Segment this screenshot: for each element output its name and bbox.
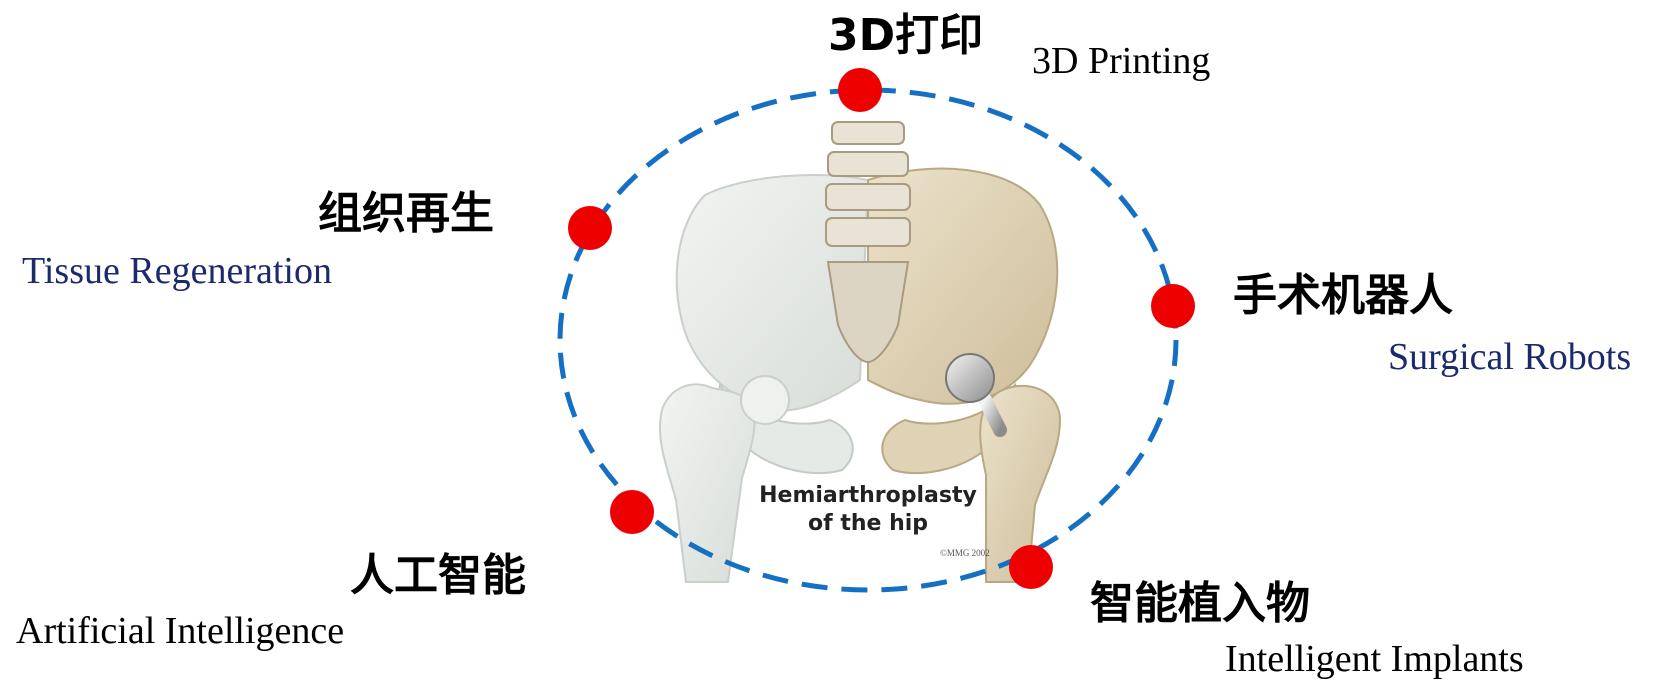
node-label-en-tissue-regeneration: Tissue Regeneration (22, 252, 332, 290)
node-label-cn-3d-printing: 3D打印 (828, 14, 983, 58)
node-dot-3d-printing (838, 68, 882, 112)
illustration-title: Hemiarthroplasty of the hip (748, 482, 988, 537)
node-label-en-artificial-intelligence: Artificial Intelligence (16, 612, 344, 650)
node-label-cn-surgical-robots: 手术机器人 (1233, 274, 1453, 318)
node-dot-surgical-robots (1151, 284, 1195, 328)
node-label-cn-intelligent-implants: 智能植入物 (1090, 582, 1310, 626)
node-label-cn-tissue-regeneration: 组织再生 (318, 192, 494, 236)
node-dot-artificial-intelligence (610, 490, 654, 534)
node-label-cn-artificial-intelligence: 人工智能 (350, 554, 526, 598)
illustration-title-line2: of the hip (748, 510, 988, 538)
lumbar-spine (826, 122, 910, 246)
left-femoral-head (741, 376, 789, 424)
illustration-title-line1: Hemiarthroplasty (748, 482, 988, 510)
node-dot-intelligent-implants (1009, 545, 1053, 589)
node-label-en-3d-printing: 3D Printing (1032, 42, 1210, 80)
illustration-copyright: ©MMG 2002 (940, 548, 990, 558)
node-dot-tissue-regeneration (568, 206, 612, 250)
node-label-en-surgical-robots: Surgical Robots (1388, 338, 1631, 376)
node-label-en-intelligent-implants: Intelligent Implants (1225, 640, 1524, 678)
